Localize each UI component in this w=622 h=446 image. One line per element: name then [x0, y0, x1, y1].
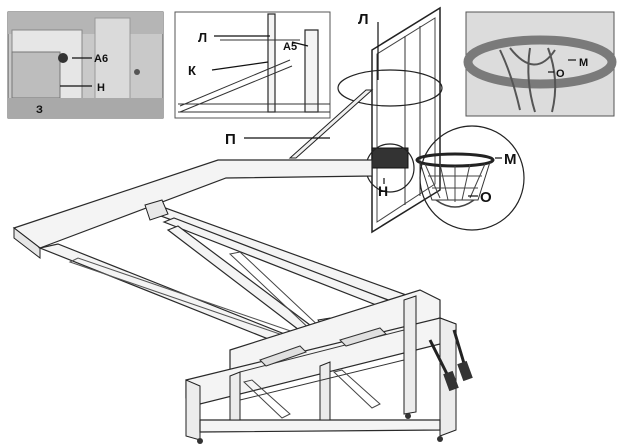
- inset-strut-detail: Л А5 К: [174, 11, 331, 119]
- wheels: [197, 413, 443, 444]
- label-p: П: [225, 131, 236, 148]
- inset-rim-detail: О М: [463, 11, 617, 117]
- label-z: З: [36, 104, 43, 116]
- label-m-main: М: [504, 151, 517, 168]
- label-a6: А6: [94, 53, 108, 65]
- highlight-ellipse: [337, 69, 443, 107]
- hoop-highlight-circle: [419, 125, 525, 231]
- label-o-inset: О: [556, 68, 565, 80]
- base-frame: [185, 289, 457, 441]
- label-k: К: [188, 63, 196, 78]
- label-h-inset: Н: [97, 82, 105, 94]
- adjustment-spindles: [428, 329, 473, 392]
- label-l-main: Л: [358, 11, 369, 28]
- backboard: Л: [358, 6, 441, 234]
- diagonal-strut: П: [225, 89, 374, 159]
- inset-bracket-detail: А6 Н З: [7, 11, 164, 119]
- label-o-main: О: [480, 189, 492, 206]
- label-h-main: Н: [378, 183, 388, 199]
- hoop: [415, 152, 495, 208]
- label-l-inset: Л: [198, 30, 207, 45]
- label-m-inset: М: [579, 57, 588, 69]
- label-a5: А5: [283, 41, 297, 53]
